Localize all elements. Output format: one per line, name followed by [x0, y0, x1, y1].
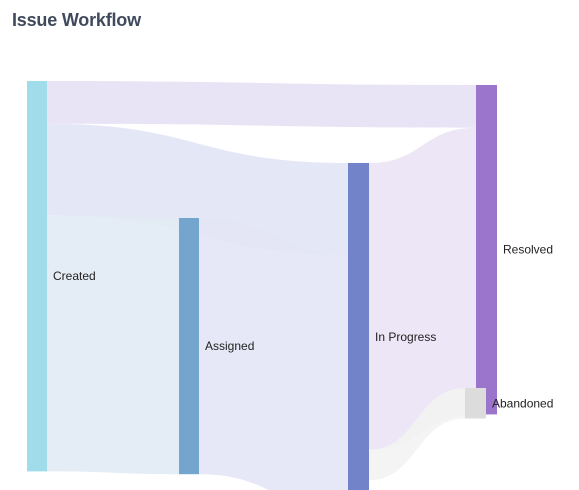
node-label-abandoned: Abandoned: [492, 396, 553, 410]
node-label-resolved: Resolved: [503, 243, 553, 257]
node-abandoned: [465, 388, 486, 419]
link-created-to-assigned: [47, 215, 179, 475]
link-assigned-to-in_progress: [199, 218, 348, 490]
link-created-to-in_progress: [47, 123, 348, 255]
link-in_progress-to-abandoned: [369, 388, 465, 481]
link-created-to-resolved: [47, 81, 476, 128]
sankey-nodes: [27, 81, 497, 490]
node-label-created: Created: [53, 269, 96, 283]
node-label-in_progress: In Progress: [375, 330, 436, 344]
node-created: [27, 81, 47, 472]
link-in_progress-to-resolved: [369, 127, 476, 450]
node-in_progress: [348, 163, 369, 490]
sankey-links: [47, 81, 476, 490]
page-title: Issue Workflow: [12, 10, 141, 30]
node-resolved: [476, 85, 497, 415]
node-assigned: [179, 218, 199, 475]
node-label-assigned: Assigned: [205, 339, 254, 353]
